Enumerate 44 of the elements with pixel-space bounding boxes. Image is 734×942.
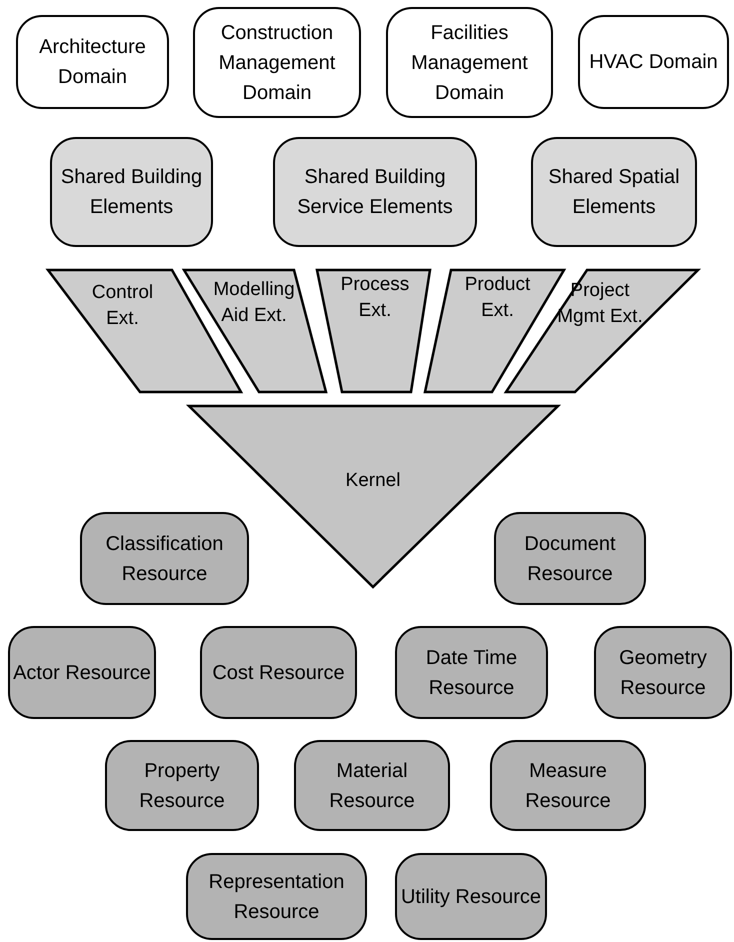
- node-label: Process Ext.: [340, 273, 410, 323]
- extension-trapezoid: [317, 270, 430, 392]
- domain-box: [386, 7, 553, 118]
- domain-box: [16, 15, 169, 109]
- resource-box: [594, 626, 732, 719]
- resource-box: [186, 853, 367, 940]
- node-label: Construction Management Domain: [218, 20, 336, 106]
- resource-box: [490, 740, 646, 831]
- node-label: Classification Resource: [104, 532, 224, 586]
- node-label: Utility Resource: [400, 884, 542, 910]
- shared-elements-box: [531, 137, 697, 247]
- node-label: Document Resource: [523, 532, 617, 586]
- node-label: Representation Resource: [208, 870, 346, 924]
- resource-box: [395, 626, 548, 719]
- resource-box: [80, 512, 249, 605]
- node-label: Geometry Resource: [618, 646, 708, 700]
- node-label: Material Resource: [328, 758, 416, 814]
- node-label: Kernel: [344, 469, 402, 493]
- node-label: Shared Spatial Elements: [547, 165, 681, 220]
- domain-box: [193, 7, 361, 118]
- domain-box: [578, 15, 729, 109]
- node-label: Shared Building Elements: [60, 165, 204, 220]
- node-label: Architecture Domain: [38, 35, 147, 90]
- resource-box: [395, 853, 547, 940]
- shared-elements-box: [273, 137, 477, 247]
- node-label: Control Ext.: [90, 281, 154, 331]
- extension-trapezoid: [184, 270, 326, 392]
- node-label: Modelling Aid Ext.: [212, 278, 296, 328]
- shared-elements-box: [50, 137, 213, 247]
- resource-box: [294, 740, 450, 831]
- node-label: Facilities Management Domain: [410, 20, 529, 106]
- resource-box: [200, 626, 357, 719]
- node-label: Product Ext.: [464, 273, 532, 323]
- node-label: Project Mgmt Ext.: [556, 279, 644, 329]
- resource-box: [105, 740, 259, 831]
- node-label: Shared Building Service Elements: [296, 165, 454, 220]
- node-label: Cost Resource: [212, 660, 345, 686]
- node-label: Property Resource: [138, 758, 226, 814]
- node-label: HVAC Domain: [589, 50, 718, 75]
- node-label: Actor Resource: [13, 660, 151, 686]
- resource-box: [494, 512, 646, 605]
- node-label: Date Time Resource: [424, 646, 518, 700]
- node-label: Measure Resource: [524, 758, 612, 814]
- resource-box: [8, 626, 156, 719]
